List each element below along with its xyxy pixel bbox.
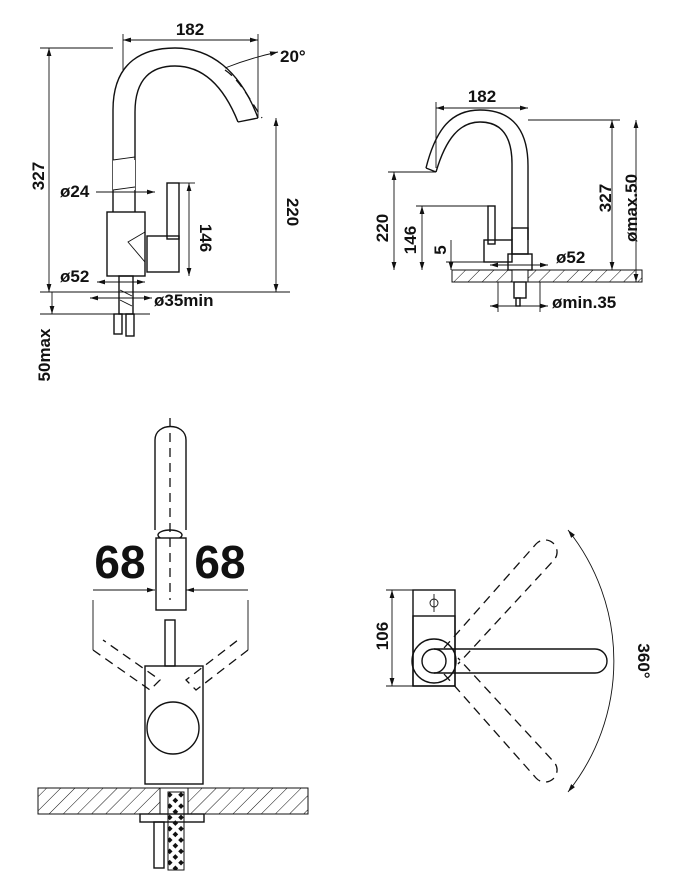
front-view: 68 68: [37, 418, 309, 871]
base-diameter-label: ø52: [60, 267, 89, 286]
lever-front: [164, 619, 176, 667]
hole-diameter-2-label: ømin.35: [552, 293, 616, 312]
spout-height-2-label: 220: [373, 214, 392, 242]
spout-2-outer: [435, 121, 513, 240]
base-diameter-2-label: ø52: [556, 248, 585, 267]
top-view: 360° 106: [373, 529, 653, 793]
lever-top: [434, 648, 608, 674]
total-height-label: 327: [29, 162, 48, 190]
right-swing-label: 68: [194, 536, 245, 588]
spout-inner: [134, 65, 239, 212]
max-hole-label: ømax.50: [622, 174, 641, 242]
width-label: 182: [176, 20, 204, 39]
angle-label: 20°: [280, 47, 306, 66]
lever-height-2-label: 146: [401, 226, 420, 254]
lever: [166, 182, 180, 240]
left-swing-label: 68: [94, 536, 145, 588]
countertop-2: [451, 269, 643, 283]
side-view-2: 182 327 ømax.50 220 146 5 ø52 ømin.35: [373, 87, 643, 312]
spout-height-label: 220: [283, 198, 302, 226]
mixer-body-front: [144, 665, 204, 785]
side-view-1: 182 20° 327 220 146 ø24 ø52 ø35min 50max: [29, 20, 306, 381]
thickness-label: 50max: [35, 328, 54, 381]
lever-diameter-label: ø24: [60, 182, 90, 201]
cartridge-front: [146, 701, 200, 755]
total-height-2-label: 327: [596, 184, 615, 212]
hole-diameter-label: ø35min: [154, 291, 214, 310]
lever-height-label: 146: [196, 224, 215, 252]
cartridge: [146, 235, 180, 273]
mixer-body: [106, 211, 146, 277]
width-2-label: 182: [468, 87, 496, 106]
base-offset-label: 5: [431, 245, 450, 254]
depth-label: 106: [373, 622, 392, 650]
lever-2: [487, 205, 496, 245]
hose: [167, 791, 185, 871]
spout-swing: [224, 69, 263, 119]
spout-outer: [112, 47, 259, 212]
countertop-front: [37, 787, 179, 815]
rotation-label: 360°: [634, 643, 653, 678]
